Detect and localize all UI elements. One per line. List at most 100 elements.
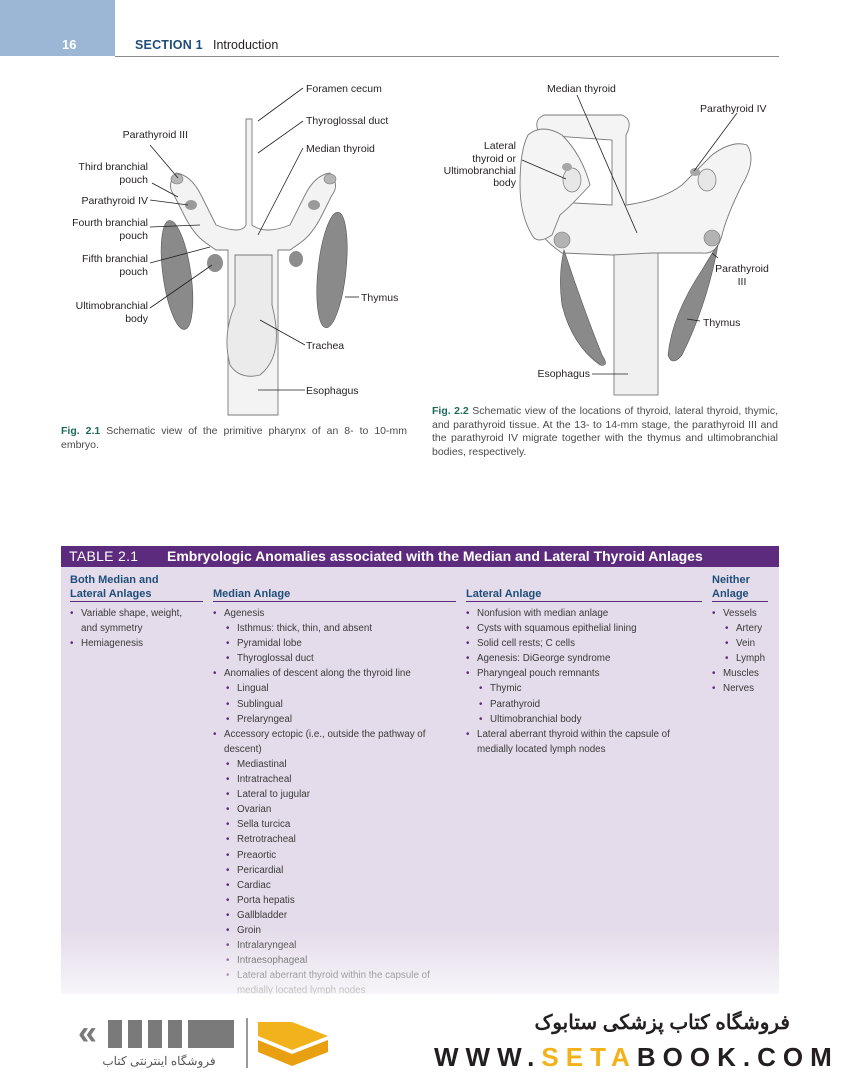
parathyroid-iv-left-shape: [185, 200, 197, 210]
thymus-right-shape: [667, 244, 719, 362]
column-rule-neither: [712, 601, 768, 602]
fig2-label-parathyroid-iv: Parathyroid IV: [700, 103, 767, 115]
table-list-item: Pericardial: [226, 863, 438, 878]
fig1-label-thyroglossal-duct: Thyroglossal duct: [306, 115, 388, 127]
table-list-item: Pyramidal lobe: [226, 636, 438, 651]
table-list-item: Lateral aberrant thyroid within the caps…: [466, 727, 694, 757]
table-number: TABLE 2.1: [69, 548, 139, 564]
fig1-label-third-pouch-1: Third branchial: [79, 161, 148, 173]
column-rule-both: [70, 601, 203, 602]
figure-2-2-illustration: Median thyroid Parathyroid IV Lateral th…: [444, 83, 769, 396]
column-header-neither: Neither Anlage: [712, 574, 750, 600]
lateral-thyroid-right-shape: [697, 168, 717, 192]
table-list-item: Muscles: [712, 666, 774, 681]
table-title: Embryologic Anomalies associated with th…: [167, 548, 703, 564]
figure-2-1-caption-label: Fig. 2.1: [61, 425, 101, 437]
table-list-item: Retrotracheal: [226, 832, 438, 847]
parathyroid-iv-right-shape: [308, 200, 320, 210]
esophagus-tube: [613, 244, 659, 396]
table-list-item: Sublingual: [226, 697, 438, 712]
column-lateral: Nonfusion with median anlageCysts with s…: [466, 606, 694, 757]
fig1-label-parathyroid-iv: Parathyroid IV: [81, 195, 148, 207]
lateral-thyroid-left-shape: [562, 167, 582, 193]
fig1-label-trachea: Trachea: [306, 340, 344, 352]
fig1-label-fifth-pouch-1: Fifth branchial: [82, 253, 148, 265]
fig1-label-median-thyroid: Median thyroid: [306, 143, 375, 155]
table-list-item: Variable shape, weight, and symmetry: [70, 606, 200, 636]
header-color-tab: [0, 0, 115, 56]
thyroid-left-lobe: [519, 128, 591, 241]
table-list-item: Intratracheal: [226, 772, 438, 787]
column-lateral-list: Nonfusion with median anlageCysts with s…: [466, 606, 694, 757]
table-list-item: Pharyngeal pouch remnants: [466, 666, 694, 681]
table-list-item: Parathyroid: [479, 697, 694, 712]
parathyroid-iii-left-shape: [170, 173, 184, 185]
table-list-item: Artery: [725, 621, 774, 636]
fig1-label-ultimobranchial-1: Ultimobranchial: [76, 300, 148, 312]
figure-2-1-caption: Fig. 2.1 Schematic view of the primitive…: [61, 425, 407, 452]
table-list-item: Hemiagenesis: [70, 636, 200, 651]
table-list-item: Nonfusion with median anlage: [466, 606, 694, 621]
parathyroid-iii-right-shape: [703, 229, 721, 247]
table-list-item: Solid cell rests; C cells: [466, 636, 694, 651]
figure-2-2-caption-label: Fig. 2.2: [432, 405, 469, 417]
section-label: SECTION 1: [135, 38, 203, 52]
column-rule-lateral: [466, 601, 702, 602]
fig1-label-foramen-cecum: Foramen cecum: [306, 83, 382, 95]
shop-name: فروشگاه کتاب پزشکی ستابوک: [534, 1012, 790, 1034]
fig1-label-third-pouch-2: pouch: [119, 174, 148, 186]
fig1-label-parathyroid-iii: Parathyroid III: [123, 129, 188, 141]
parathyroid-iii-left-shape: [553, 231, 571, 249]
column-header-both: Both Median and Lateral Anlages: [70, 574, 159, 600]
table-list-item: Thyroglossal duct: [226, 651, 438, 666]
table-list-item: Agenesis: [213, 606, 438, 621]
fig2-label-parathyroid-iii-1: Parathyroid: [715, 263, 769, 275]
table-list-item: Vein: [725, 636, 774, 651]
fig1-label-ultimobranchial-2: body: [125, 313, 149, 325]
fig1-label-thymus: Thymus: [361, 292, 398, 304]
table-list-item: Preaortic: [226, 848, 438, 863]
fig2-label-esophagus: Esophagus: [537, 368, 590, 380]
figure-2-2-caption: Fig. 2.2 Schematic view of the locations…: [432, 405, 778, 459]
column-neither: VesselsArteryVeinLymphMusclesNerves: [712, 606, 774, 697]
thymus-left-shape: [560, 248, 606, 366]
svg-text:«: «: [78, 1014, 97, 1052]
parathyroid-iv-left-shape: [562, 163, 572, 171]
table-list-item: Ovarian: [226, 802, 438, 817]
section-title: Introduction: [213, 38, 279, 52]
figure-2-2-caption-text: Schematic view of the locations of thyro…: [432, 405, 778, 458]
column-both: Variable shape, weight, and symmetryHemi…: [70, 606, 200, 651]
setabook-logo-icon: «: [78, 1014, 328, 1068]
table-list-item: Mediastinal: [226, 757, 438, 772]
figure-2-1-caption-text: Schematic view of the primitive pharynx …: [61, 425, 407, 451]
fig1-label-fourth-pouch-2: pouch: [119, 230, 148, 242]
shop-url: WWW.SETABOOK.COM: [434, 1042, 839, 1072]
table-list-item: Agenesis: DiGeorge syndrome: [466, 651, 694, 666]
thymus-right-shape: [316, 211, 348, 329]
fig2-label-thymus: Thymus: [703, 317, 740, 329]
table-list-item: Lateral to jugular: [226, 787, 438, 802]
fig2-label-lateral-1: Lateral: [484, 140, 516, 152]
table-2-1: TABLE 2.1 Embryologic Anomalies associat…: [61, 546, 779, 994]
page-number: 16: [62, 37, 77, 52]
header-rule: [115, 56, 779, 57]
trachea-shape: [226, 254, 277, 377]
fig1-label-fourth-pouch-1: Fourth branchial: [72, 217, 148, 229]
column-both-list: Variable shape, weight, and symmetryHemi…: [70, 606, 200, 651]
table-list-item: Thymic: [479, 681, 694, 696]
table-list-item: Prelaryngeal: [226, 712, 438, 727]
column-header-median: Median Anlage: [213, 588, 291, 600]
fig2-label-parathyroid-iii-2: III: [738, 276, 747, 288]
table-list-item: Porta hepatis: [226, 893, 438, 908]
table-list-item: Sella turcica: [226, 817, 438, 832]
table-list-item: Ultimobranchial body: [479, 712, 694, 727]
table-list-item: Cysts with squamous epithelial lining: [466, 621, 694, 636]
table-list-item: Cardiac: [226, 878, 438, 893]
fig2-label-median-thyroid: Median thyroid: [547, 83, 616, 95]
table-list-item: Accessory ectopic (i.e., outside the pat…: [213, 727, 438, 757]
ultimobranchial-left-shape: [207, 254, 223, 272]
table-list-item: Vessels: [712, 606, 774, 621]
thymus-left-shape: [160, 220, 194, 330]
logo-tagline: فروشگاه اینترنتی کتاب: [102, 1054, 216, 1068]
ultimobranchial-right-shape: [289, 251, 303, 267]
